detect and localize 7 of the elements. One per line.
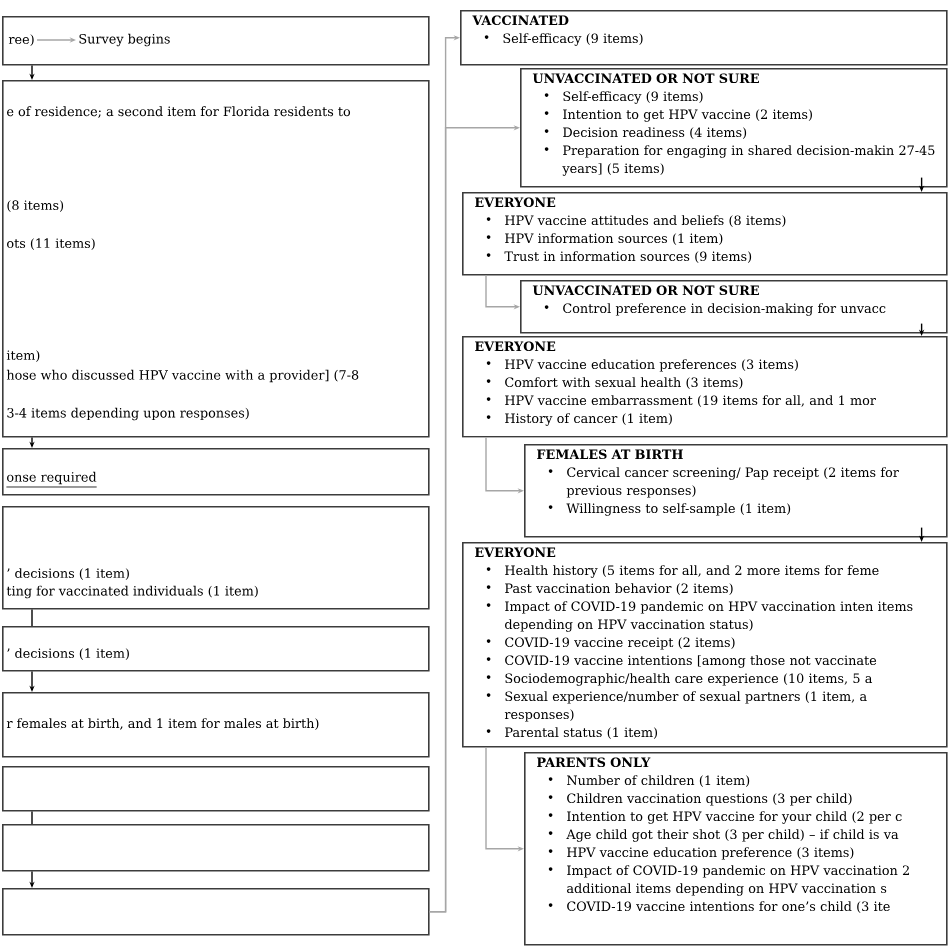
connector-line xyxy=(31,608,33,627)
arrow xyxy=(428,125,520,913)
survey-box xyxy=(2,824,430,872)
survey-box xyxy=(2,888,430,936)
survey-box xyxy=(2,16,430,66)
survey-box xyxy=(2,766,430,812)
connector-line xyxy=(31,810,33,825)
